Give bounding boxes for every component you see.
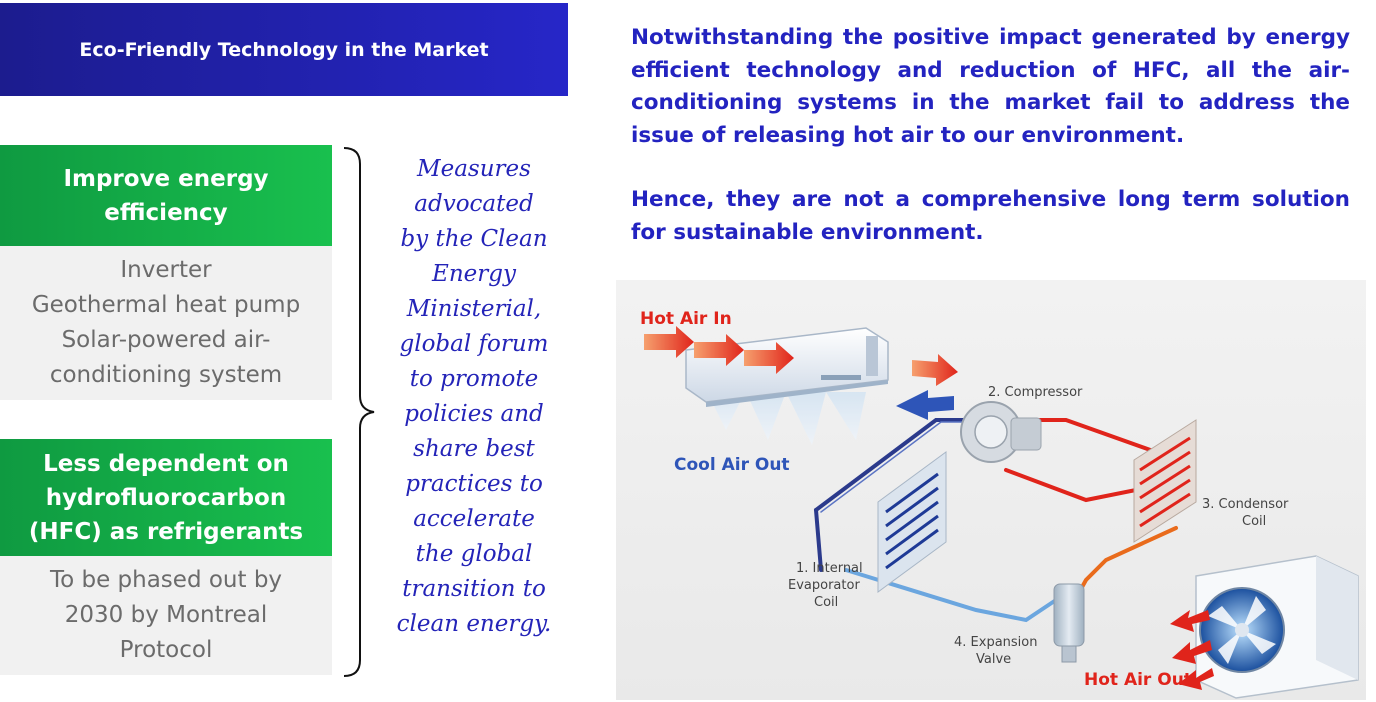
energy-efficiency-box: Improve energy efficiency Inverter Geoth… <box>0 145 332 400</box>
evaporator-label-1: 1. Internal <box>796 561 863 576</box>
energy-efficiency-heading: Improve energy efficiency <box>0 145 332 246</box>
condensor-label-2: Coil <box>1242 514 1266 529</box>
banner-title: Eco-Friendly Technology in the Market <box>79 38 489 61</box>
expansion-valve <box>1053 583 1085 663</box>
hot-air-in-label: Hot Air In <box>640 309 732 329</box>
cool-return-arrow <box>896 390 954 420</box>
evaporator-label-3: Coil <box>814 595 838 610</box>
title-banner: Eco-Friendly Technology in the Market <box>0 3 568 96</box>
hfc-items: To be phased out by 2030 by Montreal Pro… <box>0 556 332 675</box>
condensor-coil <box>1133 419 1197 543</box>
hot-air-out-label: Hot Air Out <box>1084 670 1192 690</box>
evaporator-label-2: Evaporator <box>788 578 860 593</box>
hfc-box: Less dependent on hydrofluorocarbon (HFC… <box>0 439 332 675</box>
brace-icon <box>343 147 375 677</box>
condensor-label-1: 3. Condensor <box>1202 497 1289 512</box>
outdoor-unit <box>1195 555 1359 699</box>
expansion-label-2: Valve <box>976 652 1011 667</box>
expansion-label-1: 4. Expansion <box>954 635 1037 650</box>
cool-air-out-label: Cool Air Out <box>674 455 790 475</box>
hot-air-in-arrows <box>644 326 794 374</box>
measures-text: Measures advocated by the Clean Energy M… <box>396 156 552 637</box>
compressor <box>960 401 1042 463</box>
ac-cycle-diagram: 2. Compressor 1. Internal Evaporator Coi… <box>616 280 1366 700</box>
compressor-label: 2. Compressor <box>988 385 1083 400</box>
evaporator-coil <box>877 451 947 593</box>
hot-air-out-arrows <box>1170 610 1214 690</box>
paragraph-conclusion: Hence, they are not a comprehensive long… <box>631 187 1350 245</box>
hot-to-compressor-arrow <box>912 354 958 386</box>
hfc-heading: Less dependent on hydrofluorocarbon (HFC… <box>0 439 332 556</box>
paragraph-hot-air: Notwithstanding the positive impact gene… <box>631 25 1350 148</box>
energy-efficiency-items: Inverter Geothermal heat pump Solar-powe… <box>0 246 332 400</box>
